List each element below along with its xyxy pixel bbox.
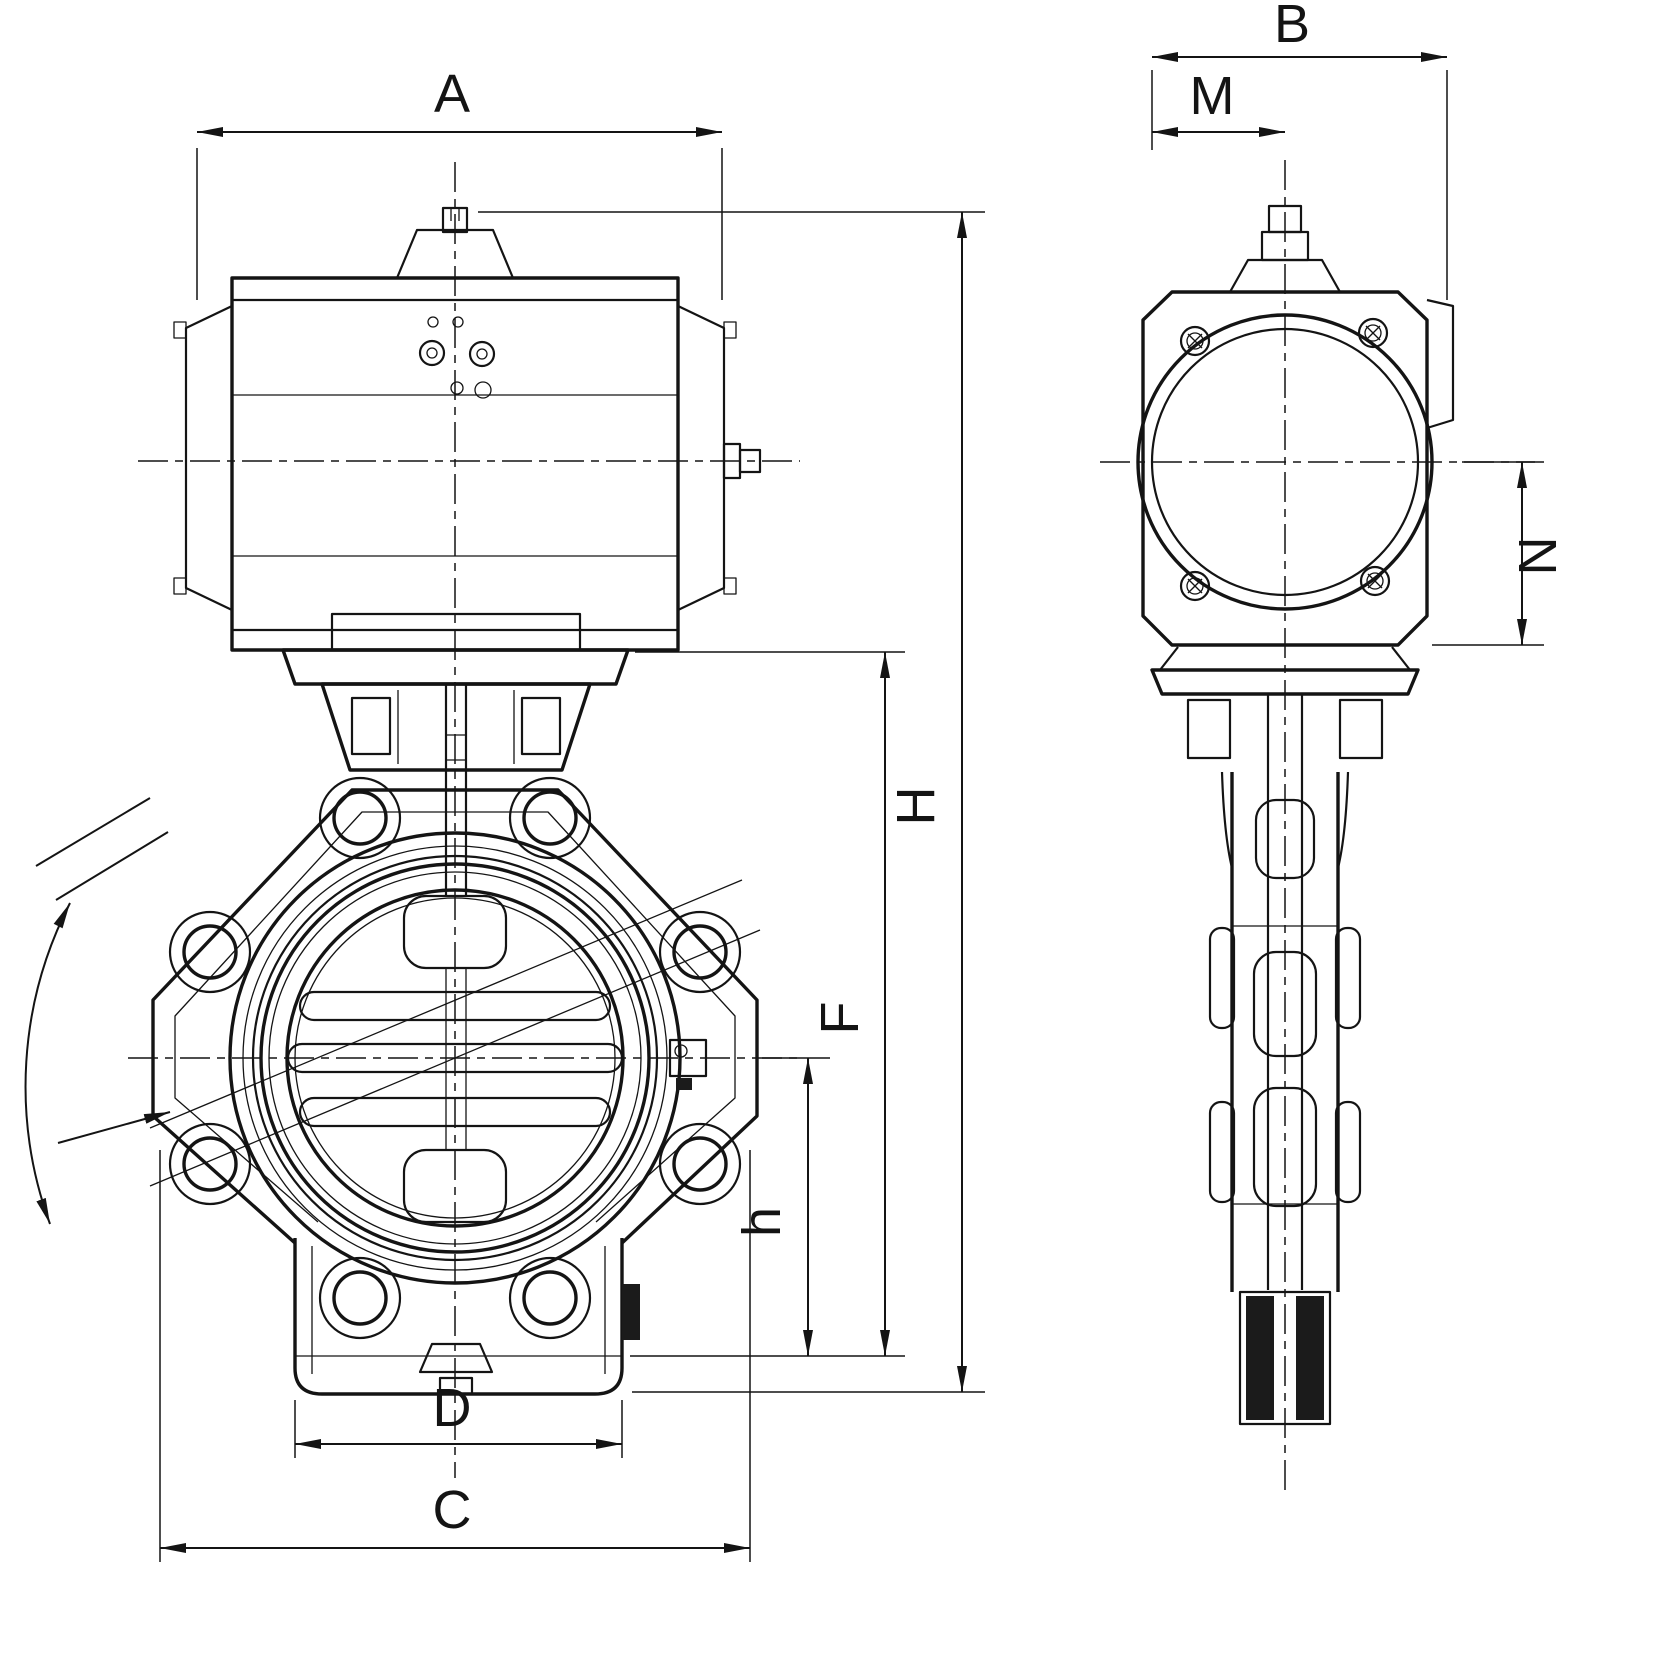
pneumatic-actuator xyxy=(173,206,762,652)
dimension-label-A: A xyxy=(434,64,470,124)
actuator-air-ports xyxy=(418,316,496,399)
dimension-label-B: B xyxy=(1274,0,1310,54)
dimension-A: A xyxy=(196,64,723,300)
dimension-label-C: C xyxy=(433,1480,472,1540)
valve-base-side xyxy=(1238,1290,1332,1426)
disc-rotation-dimension xyxy=(24,797,171,1225)
dimension-label-H: H xyxy=(886,787,946,826)
side-view xyxy=(1100,160,1535,1492)
actuator-end-view xyxy=(1136,204,1455,647)
dimensions: A H F h D C xyxy=(159,0,1568,1562)
front-centerlines xyxy=(128,162,800,1478)
corner-screw-icon xyxy=(1179,325,1211,357)
dimension-M: M xyxy=(1152,66,1285,137)
dimension-F: F xyxy=(630,651,905,1357)
valve-body-side-profile xyxy=(1208,771,1362,1292)
front-view xyxy=(24,162,800,1478)
body-key-detail xyxy=(668,1038,708,1090)
bolt-holes xyxy=(168,776,742,1340)
dimension-label-F: F xyxy=(810,1002,870,1035)
dimension-label-h: h xyxy=(732,1207,792,1237)
actuator-side-connector xyxy=(722,442,762,480)
side-centerlines xyxy=(1100,160,1535,1492)
flange-side-view xyxy=(1150,646,1420,780)
dimension-C: C xyxy=(159,1150,751,1562)
dimension-D: D xyxy=(294,1378,623,1458)
corner-screw-icon xyxy=(1179,570,1211,602)
valve-base xyxy=(293,1238,640,1396)
valve-body-front xyxy=(151,788,759,1245)
dimension-h: h xyxy=(732,1057,830,1356)
dimension-label-D: D xyxy=(433,1378,472,1438)
dimension-B: B xyxy=(1151,0,1448,300)
base-side-tab xyxy=(622,1284,640,1340)
dimension-H: H xyxy=(478,211,985,1393)
dimension-label-N: N xyxy=(1508,537,1568,576)
dimension-label-M: M xyxy=(1190,66,1235,126)
dimension-N: N xyxy=(1432,461,1568,646)
valve-disc xyxy=(286,894,624,1224)
corner-screw-icon xyxy=(1357,317,1389,349)
corner-screw-icon xyxy=(1359,565,1391,597)
